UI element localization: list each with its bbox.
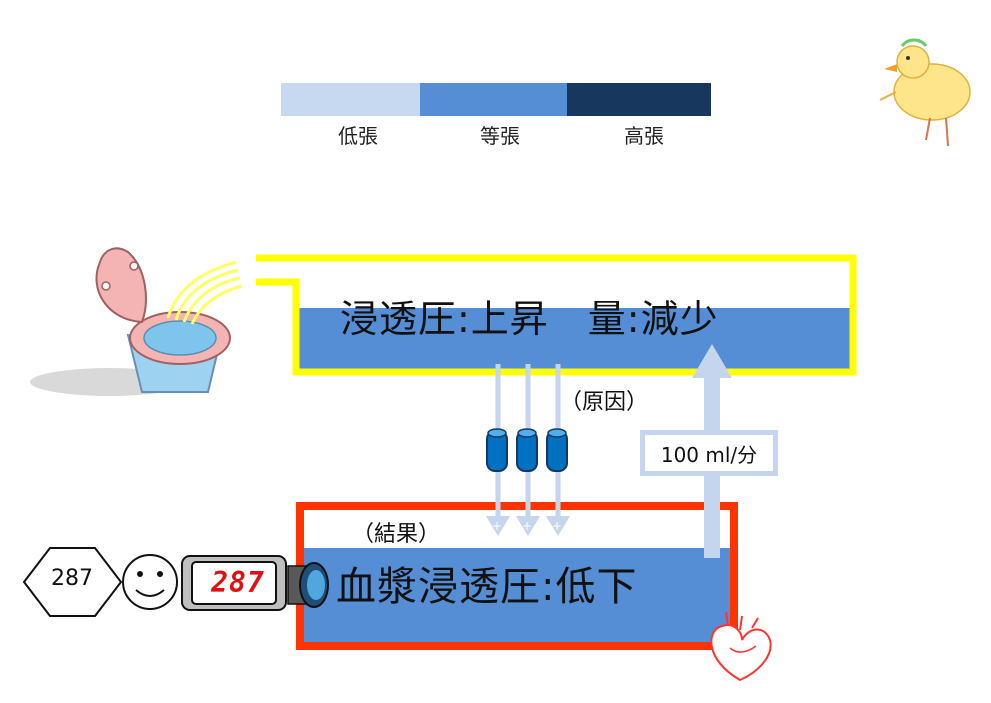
heart-icon xyxy=(710,611,772,682)
flow-rate-box: 100 ml/分 xyxy=(640,430,778,476)
urine-container xyxy=(256,254,857,376)
legend-label-isotonic: 等張 xyxy=(480,124,520,148)
legend-swatch-hypotonic xyxy=(281,83,420,116)
svg-text:+: + xyxy=(522,519,532,533)
digital-display xyxy=(181,555,287,611)
result-label: （結果） xyxy=(352,522,441,547)
legend-swatch-isotonic xyxy=(420,83,567,116)
channel-icon xyxy=(486,428,568,472)
display-value: 287 xyxy=(211,566,265,599)
diamond-sensor xyxy=(22,547,123,617)
chick-icon xyxy=(879,38,971,147)
toilet-icon xyxy=(30,247,243,396)
svg-text:+: + xyxy=(492,519,502,533)
flow-rate-label: 100 ml/分 xyxy=(660,442,758,467)
lens-icon xyxy=(287,562,329,608)
legend-label-hypotonic: 低張 xyxy=(338,124,378,148)
urine-status-label: 浸透圧:上昇 量:減少 xyxy=(340,297,719,341)
legend-swatch-hypertonic xyxy=(567,83,711,116)
legend-label-hypertonic: 高張 xyxy=(624,124,664,148)
svg-text:+: + xyxy=(552,519,562,533)
smiley-icon xyxy=(122,554,178,610)
cause-label: （原因） xyxy=(560,390,649,415)
diamond-value: 287 xyxy=(51,566,93,591)
plasma-status-label: 血漿浸透圧:低下 xyxy=(336,564,638,610)
